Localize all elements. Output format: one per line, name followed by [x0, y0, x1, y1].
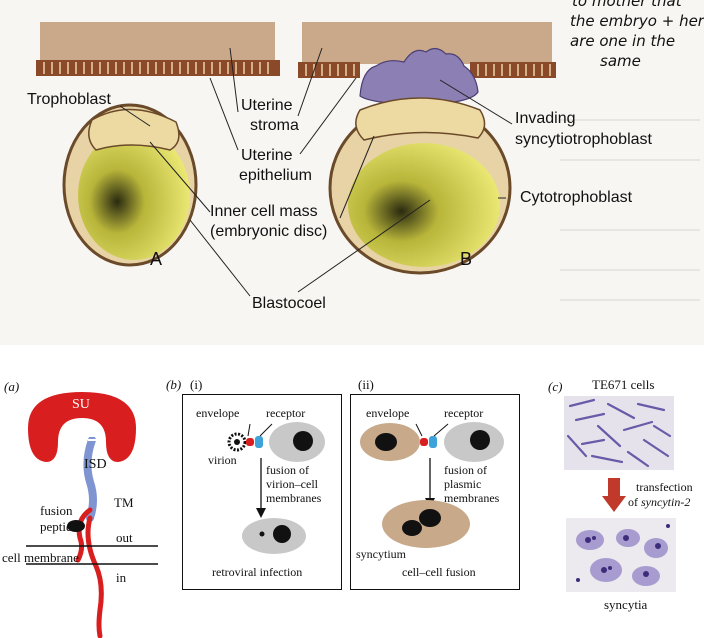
label-cytotrophoblast: Cytotrophoblast [520, 189, 633, 206]
panel-c-caption: syncytia [604, 597, 648, 612]
su-label: SU [72, 397, 90, 412]
inner-cell-mass-a [88, 108, 180, 151]
panel-c-tag: (c) [548, 379, 563, 394]
envelope-red-i [246, 438, 254, 446]
box-i-fusion-1: fusion of [266, 463, 309, 477]
fusion-label-1: fusion [40, 503, 73, 518]
env-protein-diagram [26, 392, 158, 638]
box-i-graphic [227, 422, 325, 554]
box-i [182, 394, 342, 590]
note-line-1: to mother that [572, 0, 682, 10]
box-i-fusion-3: membranes [266, 491, 322, 505]
receptor-blue-ii [429, 436, 437, 448]
of-word: of [628, 495, 641, 509]
label-blastocoel: Blastocoel [252, 295, 326, 312]
tm-branch [75, 507, 93, 563]
micrograph-syncytia [566, 518, 676, 592]
leader-lines [119, 47, 513, 297]
receptor-blue-i [255, 436, 263, 448]
box-ii-syncytium: syncytium [356, 547, 406, 561]
transfection-gene-line: of syncytin-2 [628, 496, 690, 508]
box-i-envelope: envelope [196, 406, 240, 420]
label-uterine-stroma-2: stroma [250, 117, 299, 134]
tm-label: TM [114, 495, 134, 510]
su-subunit [28, 392, 136, 462]
box-ii-envelope: envelope [366, 406, 410, 420]
box-i-virion: virion [208, 453, 237, 467]
label-invading-1: Invading [515, 110, 576, 127]
box-i-receptor: receptor [266, 406, 306, 420]
inner-cell-mass-b [355, 97, 486, 141]
cell-membrane-label: cell membrane [2, 550, 79, 565]
epithelium-right [298, 62, 556, 78]
stroma-right [302, 22, 552, 64]
note-line-3: are one in the [570, 32, 676, 50]
box-ii [350, 394, 520, 590]
note-line-4: same [600, 52, 641, 70]
transfection-arrow [602, 478, 626, 512]
box-ii-num: (ii) [358, 377, 374, 392]
label-invading-2: syncytiotrophoblast [515, 131, 652, 148]
label-trophoblast: Trophoblast [27, 91, 111, 108]
stroma-left [40, 22, 275, 62]
label-inner-cell-mass-2: (embryonic disc) [210, 223, 328, 240]
blastocyst-b-cavity [348, 143, 500, 267]
epithelium-cells-left [43, 62, 269, 74]
out-label: out [116, 530, 133, 545]
tm-subunit [85, 515, 104, 638]
implantation-illustration [0, 0, 704, 345]
box-ii-fusion-2: plasmic [444, 477, 482, 491]
label-panel-a: A [150, 249, 163, 269]
panel-b-tag: (b) [166, 377, 182, 392]
box-i-num: (i) [190, 377, 203, 392]
envelope-red-ii [420, 438, 428, 446]
box-ii-receptor: receptor [444, 406, 484, 420]
label-uterine-stroma-1: Uterine [241, 97, 293, 114]
label-uterine-epithelium-2: epithelium [239, 167, 312, 184]
box-ii-fusion-1: fusion of [444, 463, 487, 477]
blastocyst-a-cavity [78, 130, 190, 260]
label-uterine-epithelium-1: Uterine [241, 147, 293, 164]
isd-segment [83, 436, 97, 522]
panel-c-title: TE671 cells [592, 377, 655, 392]
epithelium-left [36, 60, 280, 76]
gene-name: syncytin-2 [641, 495, 691, 509]
box-ii-caption: cell–cell fusion [402, 565, 476, 579]
box-i-caption: retroviral infection [212, 565, 303, 579]
transfection-label: transfection [636, 480, 693, 494]
fusion-label-2: peptide [40, 519, 79, 534]
note-line-2: the embryo + her [570, 12, 704, 30]
box-ii-fusion-3: membranes [444, 491, 500, 505]
box-ii-graphic [360, 422, 504, 548]
isd-label: ISD [84, 457, 107, 472]
micrograph-te671 [564, 396, 674, 470]
in-label: in [116, 570, 127, 585]
label-panel-b: B [460, 249, 473, 269]
box-i-fusion-2: virion–cell [266, 477, 318, 491]
fusion-peptide-blob [67, 520, 85, 532]
label-inner-cell-mass-1: Inner cell mass [210, 203, 318, 220]
panel-a-tag: (a) [4, 379, 20, 394]
